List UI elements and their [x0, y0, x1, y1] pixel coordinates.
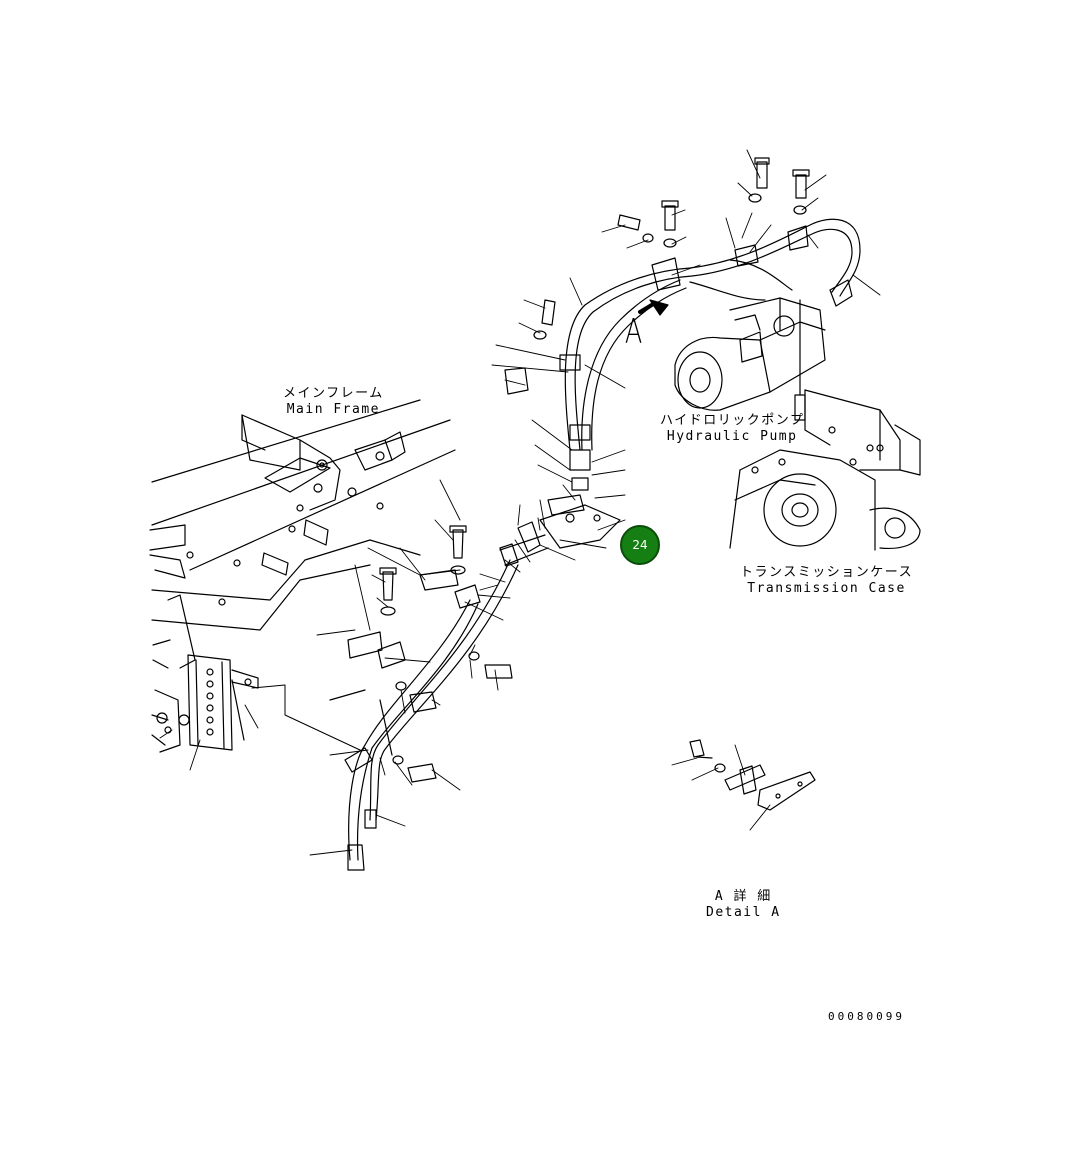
- fittings-and-bolts: [379, 449, 621, 783]
- detail-a-drawing: [689, 739, 816, 811]
- hose-assembly-upper: [504, 218, 861, 451]
- transmission-case-label-en: Transmission Case: [747, 581, 906, 596]
- document-number: 00080099: [828, 1010, 905, 1023]
- leader-lines: [159, 149, 881, 856]
- top-bolts: [533, 157, 810, 340]
- main-frame-label: メインフレーム Main Frame: [283, 386, 384, 418]
- hydraulic-pump-drawing: [674, 297, 826, 421]
- hose-assembly-lower: [329, 559, 519, 871]
- main-frame-label-jp: メインフレーム: [283, 386, 384, 401]
- hydraulic-pump-label-en: Hydraulic Pump: [666, 429, 798, 444]
- transmission-case-label: トランスミッションケース Transmission Case: [740, 565, 913, 597]
- transmission-case-drawing: [729, 389, 921, 551]
- detail-a-label-jp: A 詳 細: [714, 889, 772, 904]
- part-callout-badge[interactable]: 24: [620, 525, 660, 565]
- main-frame-drawing: [149, 399, 456, 753]
- detail-a-label-en: Detail A: [706, 905, 781, 920]
- view-letter-a: A: [624, 312, 643, 352]
- detail-a-label: A 詳 細 Detail A: [706, 889, 781, 921]
- main-frame-label-en: Main Frame: [286, 402, 380, 417]
- hydraulic-pump-label: ハイドロリックポンプ Hydraulic Pump: [660, 413, 804, 445]
- hydraulic-pump-label-jp: ハイドロリックポンプ: [660, 413, 805, 428]
- transmission-case-label-jp: トランスミッションケース: [740, 565, 914, 580]
